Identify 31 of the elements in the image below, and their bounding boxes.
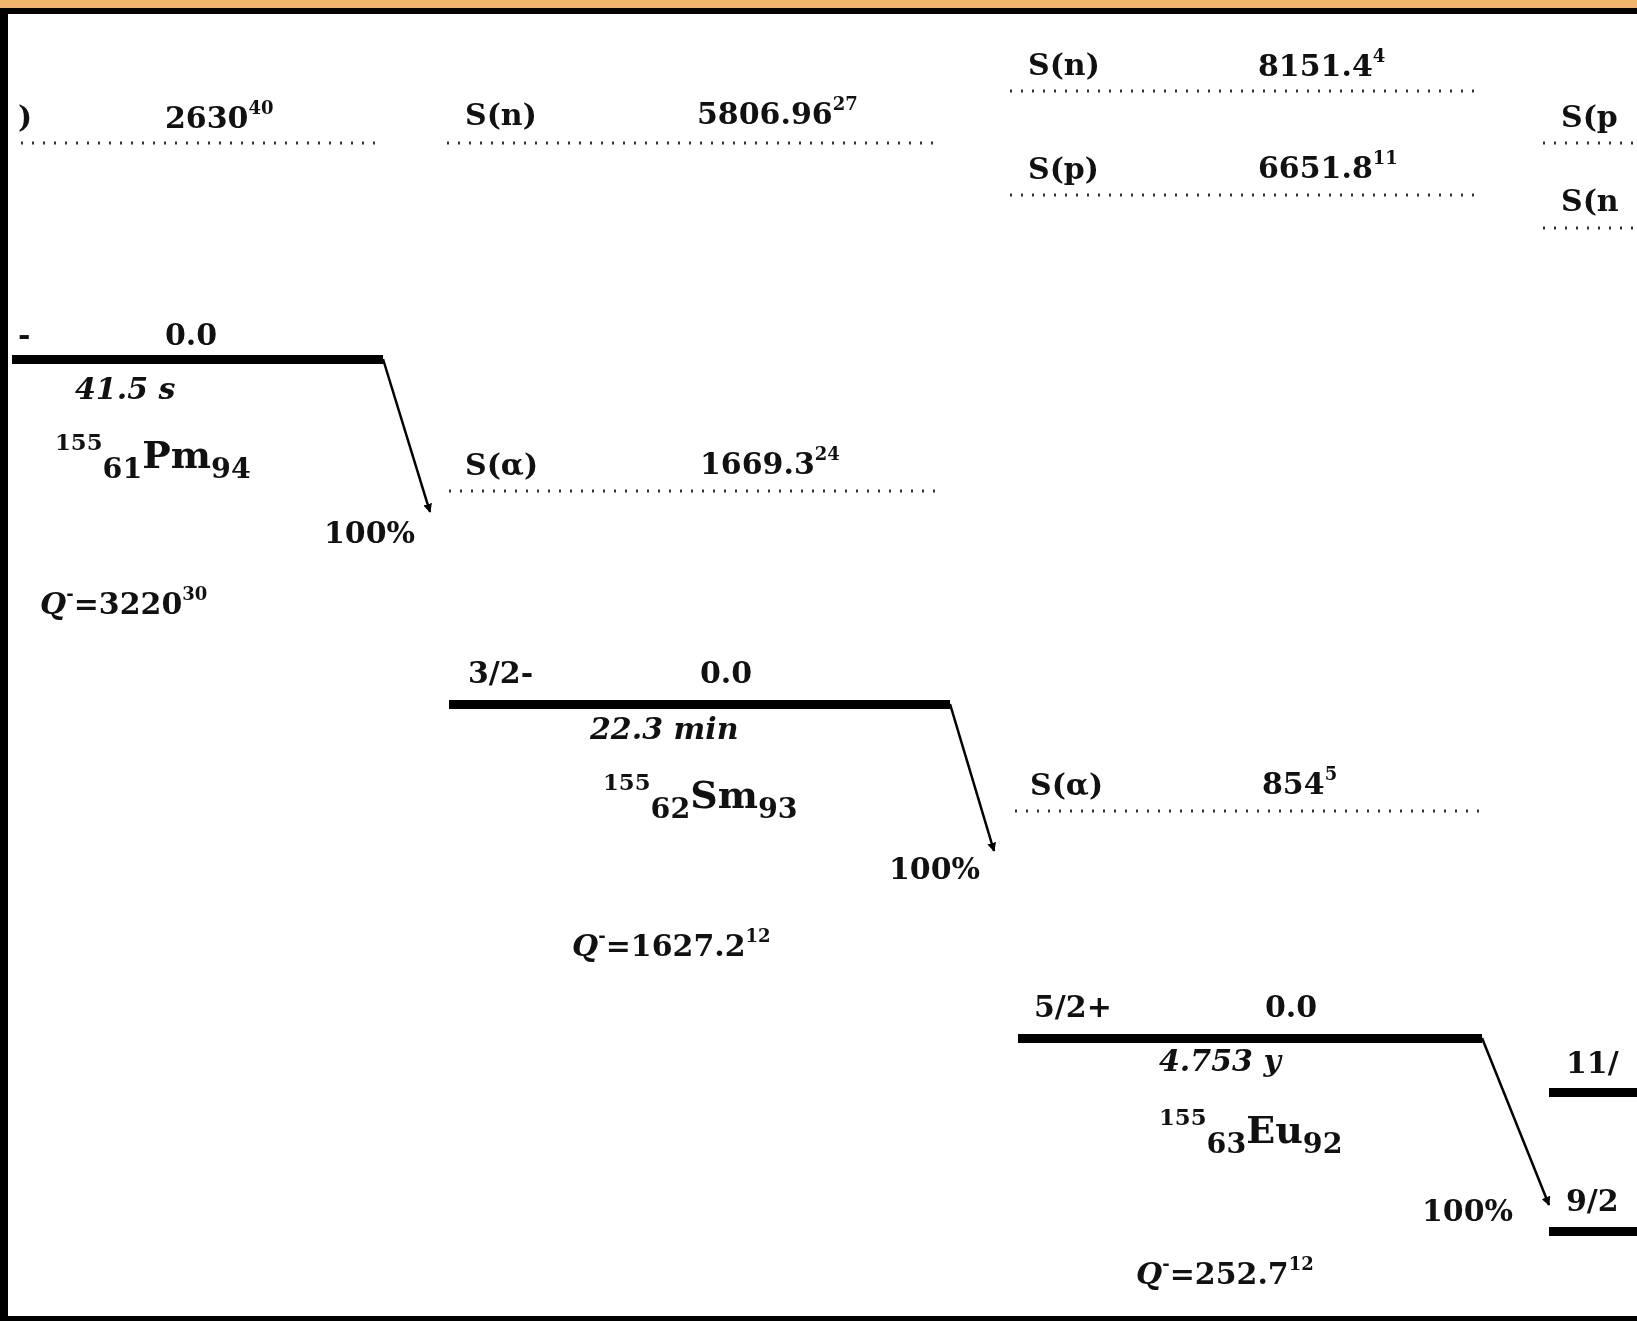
energy-value-label: S(n) [1028,48,1100,81]
energy-value-label: S(α) [1030,768,1104,801]
half-life-label: 41.5 s [75,372,176,405]
energy-value-label: 8151.4$^{4}$ [1258,46,1386,83]
energy-value-label: S(n) [465,98,537,131]
spin-parity-label: 5/2+ [1034,990,1112,1023]
energy-value-label: 6651.8$^{11}$ [1258,148,1398,185]
half-life-label: 4.753 y [1159,1044,1281,1077]
level-energy-label: 0.0 [700,656,753,689]
energy-value-label: S(n [1561,184,1619,217]
energy-value-label: Q$^{-}$=3220$^{30}$ [40,584,208,621]
decay-arrow [1480,1037,1551,1206]
spin-parity-label: - [18,318,31,351]
spin-parity-label: 3/2- [468,656,534,689]
decay-arrow [948,703,996,852]
energy-value-label: S(p) [1028,152,1100,185]
level-energy-label: 11/ [1566,1046,1619,1079]
energy-value-label: 1669.3$^{24}$ [700,444,840,481]
level-energy-label: 0.0 [165,318,218,351]
level-energy-label: 0.0 [1265,990,1318,1023]
energy-value-label: Q$^{-}$=252.7$^{12}$ [1136,1254,1314,1291]
energy-value-label: 2630$^{40}$ [165,98,274,135]
energy-value-label: S(p [1561,100,1618,133]
energy-value-label: 854$^{5}$ [1262,764,1338,801]
energy-value-label: ) [18,100,33,133]
level-energy-label: 9/2 [1566,1184,1619,1217]
energy-value-label: 5806.96$^{27}$ [697,94,858,131]
half-life-label: 22.3 min [590,712,739,745]
energy-value-label: S(α) [465,448,539,481]
energy-value-label: Q$^{-}$=1627.2$^{12}$ [572,926,771,963]
decay-arrow [381,358,432,513]
